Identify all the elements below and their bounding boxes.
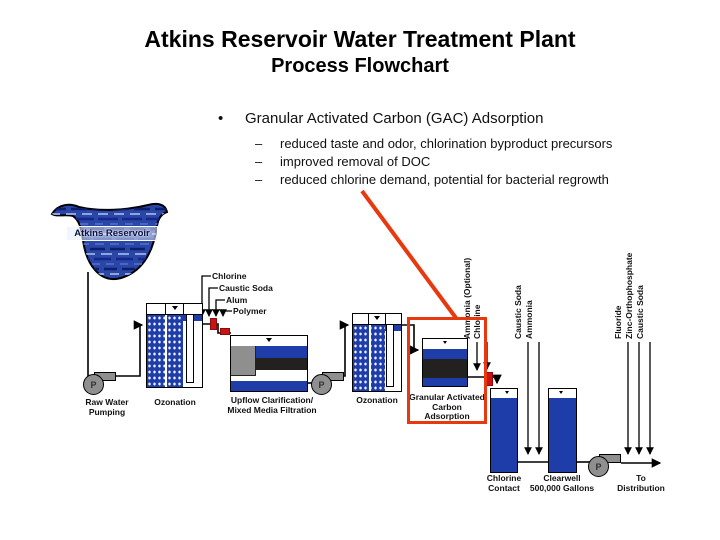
callout-line (360, 189, 458, 320)
water-texture (52, 207, 167, 275)
ozonation-tank-1 (146, 303, 203, 388)
distribution-pump: P (588, 454, 624, 480)
slide-title: Atkins Reservoir Water Treatment Plant P… (0, 26, 720, 78)
label-chlorine-1: Chlorine (212, 271, 247, 281)
label-caustic-soda-2: Caustic Soda (513, 285, 523, 339)
bullet-item: • Granular Activated Carbon (GAC) Adsorpt… (218, 110, 678, 127)
ozone-bubbling-water (353, 325, 385, 391)
tank-body (423, 349, 467, 386)
weir-icon (505, 391, 510, 394)
label-caustic-soda-1: Caustic Soda (219, 283, 273, 293)
sub-bullet-3: – reduced chlorine demand, potential for … (255, 172, 695, 187)
label-chlorine-contact: Chlorine Contact (486, 473, 522, 493)
weir-icon (373, 316, 380, 320)
label-caustic-soda-3: Caustic Soda (635, 285, 645, 339)
pipe-pump2-to-ozonation2 (336, 320, 350, 377)
tank-body (147, 315, 202, 387)
sub-bullet-text: improved removal of DOC (280, 154, 431, 169)
tank-header (147, 304, 202, 315)
tank-body (353, 325, 401, 391)
reservoir-label: Atkins Reservoir (66, 226, 158, 241)
label-polymer: Polymer (233, 306, 267, 316)
pump-icon: P (83, 374, 104, 395)
upflow-clarification-tank (230, 335, 308, 392)
sub-bullet-text: reduced taste and odor, chlorination byp… (280, 136, 613, 151)
carbon-bed (423, 359, 467, 378)
title-line-2: Process Flowchart (271, 55, 449, 77)
pump-label: P (90, 379, 97, 390)
dash-marker: – (255, 154, 263, 169)
label-clearwell: Clearwell 500,000 Gallons (529, 473, 595, 493)
pump-label: P (595, 461, 602, 472)
weir-icon (559, 391, 564, 394)
ozone-bubbling-water (147, 315, 184, 387)
weir-icon (443, 341, 447, 344)
label-to-distribution: To Distribution (617, 473, 665, 493)
pump-icon: P (311, 374, 332, 395)
tank-header (353, 314, 401, 325)
title-line-1: Atkins Reservoir Water Treatment Plant (144, 26, 576, 52)
clarifier-block (231, 346, 256, 376)
label-raw-water-pumping: Raw Water Pumping (85, 397, 129, 417)
label-zinc-orthophosphate: Zinc-Orthophosphate (624, 252, 634, 339)
valve-icon (220, 328, 230, 335)
label-gac-adsorption: Granular Activated Carbon Adsorption (409, 392, 485, 421)
valve-icon (210, 318, 217, 330)
dash-marker: – (255, 136, 263, 151)
outlet-channel (186, 315, 195, 383)
feed-chlorine-1 (198, 275, 211, 318)
label-alum: Alum (226, 295, 248, 305)
tank-body (231, 346, 307, 391)
intermediate-pump: P (311, 372, 347, 398)
label-fluoride: Fluoride (613, 305, 623, 339)
dash-marker: – (255, 172, 263, 187)
feed-alum (212, 299, 225, 318)
pipe-pump1-to-ozonation1 (111, 320, 144, 377)
ozonation-tank-2 (352, 313, 402, 392)
feed-caustic-soda-1 (205, 287, 218, 318)
weir-icon (266, 338, 272, 342)
weir-icon (171, 306, 178, 310)
reservoir (50, 202, 169, 281)
label-ozonation-2: Ozonation (356, 395, 398, 405)
label-ammonia-2: Ammonia (524, 300, 534, 339)
tank-header (549, 389, 576, 398)
feed-polymer (219, 309, 232, 318)
outlet-channel (386, 325, 395, 387)
media-layer (256, 358, 307, 370)
label-ozonation-1: Ozonation (154, 397, 196, 407)
bullet-heading: Granular Activated Carbon (GAC) Adsorpti… (245, 110, 544, 127)
gac-adsorption-tank (422, 338, 468, 387)
sub-bullet-text: reduced chlorine demand, potential for b… (280, 172, 609, 187)
bullet-marker: • (218, 110, 224, 127)
pump-label: P (318, 379, 325, 390)
sub-bullet-2: – improved removal of DOC (255, 154, 695, 169)
label-upflow-clarification: Upflow Clarification/ Mixed Media Filtra… (227, 395, 317, 415)
raw-water-pump: P (83, 372, 119, 398)
sub-bullet-1: – reduced taste and odor, chlorination by… (255, 136, 695, 151)
tank-header (423, 339, 467, 349)
valve-icon (486, 372, 493, 386)
gac-highlight-box (407, 317, 487, 424)
chlorine-contact-tank (490, 388, 518, 473)
clearwell-tank (548, 388, 577, 473)
tank-header (491, 389, 517, 398)
tank-header (231, 336, 307, 346)
pump-icon: P (588, 456, 609, 477)
